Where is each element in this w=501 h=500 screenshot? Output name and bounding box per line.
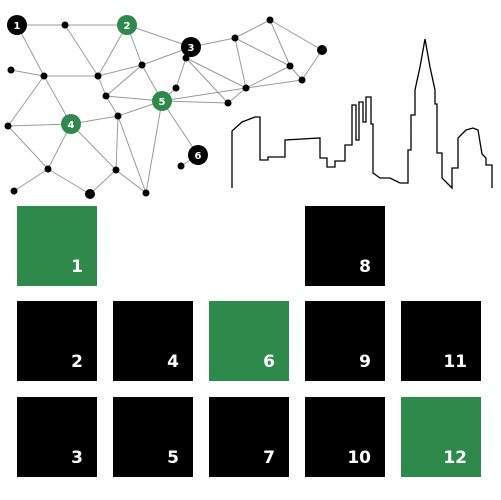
network-node-label: 4 [68, 120, 75, 131]
network-dots [4, 16, 327, 199]
tile-number: 3 [71, 448, 83, 468]
network-node-5: 5 [152, 91, 172, 111]
network-node-2: 2 [117, 15, 137, 35]
network-edge [117, 115, 147, 194]
network-dot [142, 189, 150, 197]
network-node-4: 4 [61, 114, 81, 134]
tile-4[interactable]: 4 [113, 301, 193, 381]
tile-number: 2 [71, 352, 83, 372]
network-edge [234, 19, 271, 39]
network-dot [7, 66, 15, 74]
tile-number: 11 [443, 352, 467, 372]
tile-7[interactable]: 7 [209, 397, 289, 477]
network-dot [102, 92, 110, 100]
network-dot [94, 72, 102, 80]
network-edge [185, 57, 229, 104]
network-dot [317, 45, 327, 55]
tile-10[interactable]: 10 [305, 397, 385, 477]
network-dot [224, 99, 232, 107]
tile-9[interactable]: 9 [305, 301, 385, 381]
network-dot [266, 16, 274, 24]
network-edge [269, 19, 291, 67]
network-edge [105, 95, 119, 117]
network-edge [301, 49, 323, 81]
network-edge [10, 69, 45, 77]
network-dot [172, 84, 180, 92]
network-edge [161, 100, 229, 104]
network-edge [64, 24, 99, 77]
network-node-label: 2 [124, 21, 131, 32]
network-dot [61, 21, 69, 29]
network-skyline-illustration: 1 2 3 4 5 6 [4, 15, 493, 199]
network-dot [40, 72, 48, 80]
network-edge [126, 24, 192, 48]
network-edge [227, 87, 247, 104]
network-edge [175, 57, 187, 89]
tile-number: 1 [71, 257, 83, 277]
tile-number: 6 [263, 352, 275, 372]
network-dot [85, 189, 95, 199]
network-edge [97, 75, 107, 97]
network-edge [70, 123, 117, 171]
tile-number: 7 [263, 448, 275, 468]
network-node-6: 6 [188, 145, 208, 165]
network-node-label: 3 [188, 43, 195, 54]
network-dot [10, 187, 18, 195]
tile-3[interactable]: 3 [17, 397, 97, 477]
network-dot [298, 76, 306, 84]
tile-number: 12 [443, 448, 467, 468]
tile-number: 4 [167, 352, 179, 372]
network-node-3: 3 [181, 37, 201, 57]
network-dot [138, 61, 146, 69]
tile-number: 10 [347, 448, 371, 468]
tile-1[interactable]: 1 [17, 206, 97, 286]
network-node-label: 6 [195, 151, 202, 162]
tile-2[interactable]: 2 [17, 301, 97, 381]
network-dot [114, 112, 122, 120]
network-node-label: 1 [14, 21, 21, 32]
network-edge [115, 169, 147, 194]
network-numbered-nodes: 1 2 3 4 5 6 [7, 15, 208, 165]
network-dot [286, 62, 294, 70]
network-dot [4, 122, 12, 130]
tile-number: 9 [359, 352, 371, 372]
network-edge [161, 100, 199, 156]
network-edge [269, 19, 323, 51]
network-edge [105, 64, 143, 97]
tile-number: 5 [167, 448, 179, 468]
network-edge [234, 37, 247, 89]
tile-8[interactable]: 8 [305, 206, 385, 286]
city-skyline-outline [231, 38, 493, 190]
network-dot [177, 162, 185, 170]
tile-12[interactable]: 12 [401, 397, 481, 477]
network-edge [89, 169, 117, 195]
network-node-label: 5 [159, 97, 166, 108]
network-edge [7, 123, 72, 127]
network-edge [145, 100, 163, 194]
network-edge [234, 37, 291, 67]
tile-11[interactable]: 11 [401, 301, 481, 381]
network-edge [7, 125, 49, 170]
network-edge [245, 65, 291, 89]
network-edge [161, 87, 247, 102]
network-dot [112, 166, 120, 174]
network-node-1: 1 [7, 15, 27, 35]
network-edge [97, 64, 143, 77]
network-edge [13, 168, 49, 192]
network-edge [245, 79, 303, 89]
tile-5[interactable]: 5 [113, 397, 193, 477]
network-dot [231, 34, 239, 42]
network-edge [185, 57, 247, 89]
network-edge [7, 75, 45, 127]
network-dot [44, 165, 52, 173]
network-edge [47, 168, 91, 195]
network-dot [242, 84, 250, 92]
tile-number: 8 [359, 257, 371, 277]
network-edge [115, 115, 119, 171]
tile-6[interactable]: 6 [209, 301, 289, 381]
